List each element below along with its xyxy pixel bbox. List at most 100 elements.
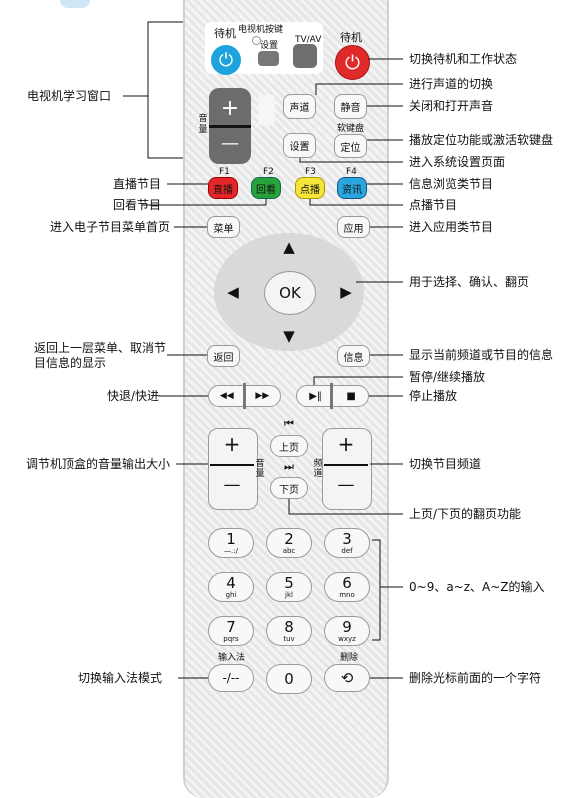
annotation-mute: 关闭和打开声音 — [409, 99, 494, 113]
delete-label: 删除 — [340, 653, 359, 663]
tv-setting-button[interactable] — [258, 51, 279, 66]
channel-minus-icon[interactable]: — — [337, 475, 355, 495]
annotation-standby: 切换待机和工作状态 — [409, 52, 518, 66]
tv-keys-label: 电视机按键 — [238, 25, 284, 35]
volume-rocker[interactable] — [208, 428, 258, 510]
live-button[interactable]: 直播 — [208, 177, 238, 199]
volume-label: 音量 — [255, 459, 265, 479]
annotation-paging: 上页/下页的翻页功能 — [409, 507, 522, 521]
annotation-pause: 暂停/继续播放 — [409, 370, 486, 384]
annotation-tv-learning: 电视机学习窗口 — [27, 89, 112, 103]
volume-plus-icon[interactable]: + — [223, 432, 241, 456]
up-arrow-icon[interactable]: ▲ — [283, 238, 295, 256]
locate-button[interactable]: 定位 — [334, 134, 367, 158]
standby-big-label: 待机 — [340, 31, 362, 44]
annotation-channel: 切换节目频道 — [409, 457, 482, 471]
page-up-button[interactable]: 上页 — [270, 435, 308, 457]
down-arrow-icon[interactable]: ▼ — [283, 327, 295, 345]
rew-ff-divider — [243, 383, 246, 409]
input-method-button[interactable]: -/-- — [208, 664, 254, 692]
rewind-icon[interactable]: ◀◀ — [219, 391, 234, 401]
annotation-info: 显示当前频道或节目的信息 — [409, 348, 554, 362]
blank-slot — [258, 95, 275, 125]
setting-small-label: 设置 — [260, 41, 279, 51]
standby-small-label: 待机 — [214, 27, 236, 40]
annotation-rew-ff: 快退/快进 — [107, 389, 160, 403]
f1-label: F1 — [219, 167, 230, 177]
delete-button[interactable]: ⟲ — [324, 664, 370, 692]
annotation-live: 直播节目 — [113, 177, 162, 191]
channel-label: 频道 — [313, 459, 323, 479]
setup-button[interactable]: 设置 — [283, 133, 316, 158]
logo-fragment — [60, 0, 90, 8]
annotation-sound-channel: 进行声道的切换 — [409, 77, 494, 91]
vod-button[interactable]: 点播 — [295, 177, 325, 199]
key-0[interactable]: 0 — [266, 664, 312, 694]
sound-channel-button[interactable]: 声道 — [283, 94, 316, 119]
left-arrow-icon[interactable]: ◀ — [227, 283, 239, 301]
annotation-volume: 调节机顶盒的音量输出大小 — [26, 457, 171, 471]
f4-label: F4 — [346, 167, 357, 177]
annotation-apps: 进入应用类节目 — [409, 220, 494, 234]
tv-volume-divider — [209, 125, 251, 128]
tv-volume-minus-icon[interactable]: — — [221, 133, 239, 154]
channel-rocker[interactable] — [322, 428, 372, 510]
tv-volume-plus-icon[interactable]: + — [220, 96, 240, 121]
ok-button[interactable]: OK — [264, 271, 316, 315]
back-button[interactable]: 返回 — [207, 345, 240, 367]
play-pause-icon[interactable]: ▶‖ — [309, 390, 322, 402]
tvav-button[interactable] — [293, 44, 317, 68]
right-arrow-icon[interactable]: ▶ — [340, 283, 352, 301]
input-method-label: 输入法 — [218, 653, 246, 663]
page-down-button[interactable]: 下页 — [270, 477, 308, 499]
stop-icon[interactable]: ■ — [346, 390, 356, 402]
annotation-replay: 回看节目 — [113, 198, 162, 212]
annotation-back: 返回上一层菜单、取消节目信息的显示 — [34, 341, 167, 370]
tv-learning-bracket — [147, 21, 183, 159]
mute-button[interactable]: 静音 — [334, 94, 367, 119]
key-1[interactable]: 1—.:/ — [208, 528, 254, 558]
channel-plus-icon[interactable]: + — [337, 432, 355, 456]
annotation-menu: 进入电子节目菜单首页 — [50, 220, 171, 234]
stb-power-icon[interactable]: ⏻ — [335, 45, 370, 80]
prev-track-icon: ⏮ — [284, 417, 294, 430]
play-stop-divider — [330, 383, 333, 409]
delete-icon[interactable]: ⟲ — [340, 669, 354, 687]
annotation-delete: 删除光标前面的一个字符 — [409, 671, 542, 685]
menu-button[interactable]: 菜单 — [207, 216, 240, 238]
annotation-setup: 进入系统设置页面 — [409, 155, 506, 169]
tv-power-icon[interactable]: ⏻ — [211, 45, 241, 75]
volume-divider — [210, 464, 254, 466]
annotation-input-method: 切换输入法模式 — [78, 671, 163, 685]
info-button[interactable]: 信息 — [337, 345, 370, 367]
apps-button[interactable]: 应用 — [337, 216, 370, 238]
next-track-icon: ⏭ — [284, 460, 294, 473]
channel-divider — [324, 464, 368, 466]
tvav-label: TV/AV — [295, 35, 322, 45]
f3-label: F3 — [305, 167, 316, 177]
annotation-nav: 用于选择、确认、翻页 — [409, 275, 530, 289]
info-news-button[interactable]: 资讯 — [337, 177, 367, 199]
annotation-stop: 停止播放 — [409, 389, 458, 403]
f2-label: F2 — [263, 167, 274, 177]
annotation-vod: 点播节目 — [409, 198, 458, 212]
annotation-digits: 0~9、a~z、A~Z的输入 — [409, 580, 545, 594]
replay-button[interactable]: 回看 — [251, 177, 281, 199]
annotation-locate: 播放定位功能或激活软键盘 — [409, 133, 554, 147]
fast-forward-icon[interactable]: ▶▶ — [255, 391, 270, 401]
annotation-info-news: 信息浏览类节目 — [409, 177, 494, 191]
soft-keyboard-label: 软键盘 — [337, 124, 365, 134]
indicator-led — [252, 36, 261, 45]
tv-volume-side-label: 音量 — [198, 114, 208, 135]
volume-minus-icon[interactable]: — — [223, 475, 241, 495]
